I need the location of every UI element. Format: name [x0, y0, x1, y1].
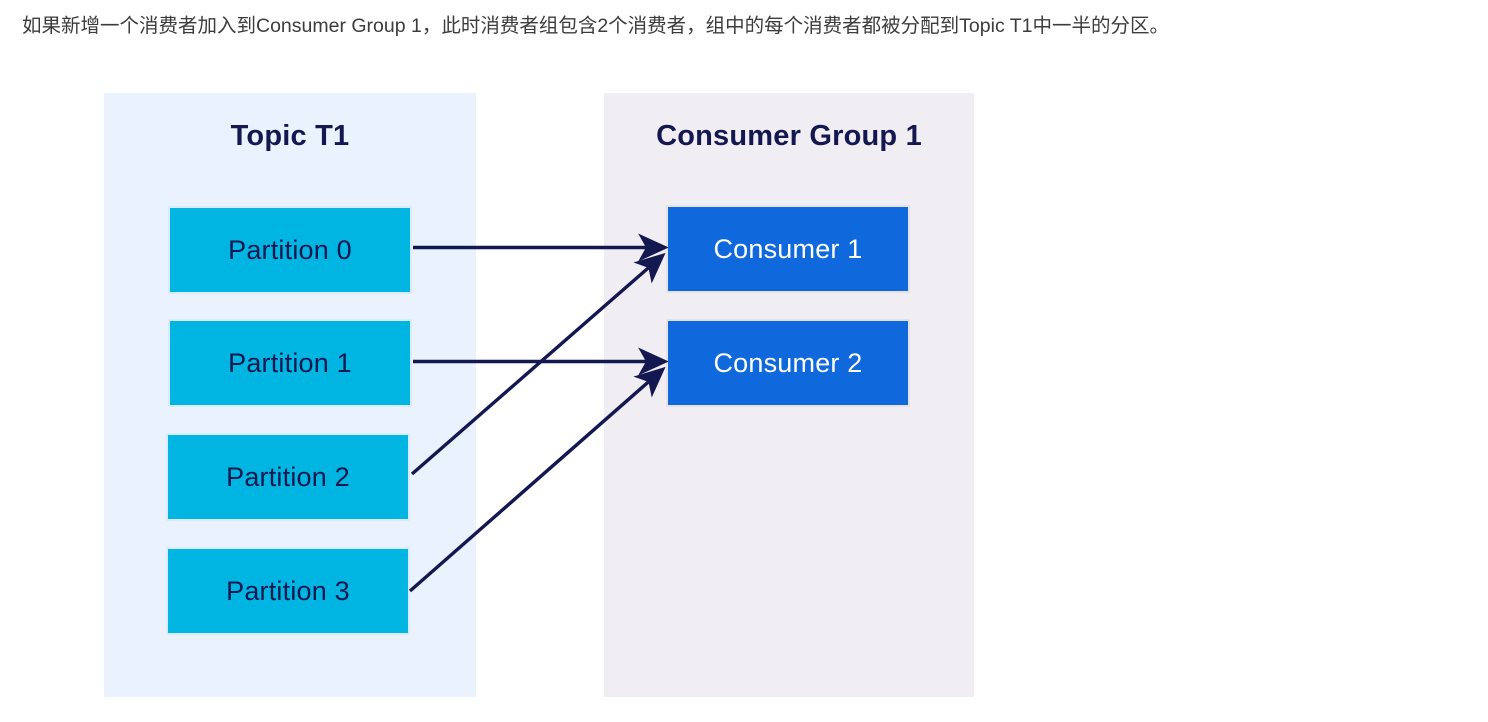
partition-box-0[interactable]: Partition 0: [168, 206, 412, 294]
consumer-group-panel-title: Consumer Group 1: [656, 120, 922, 152]
consumer-box-2[interactable]: Consumer 2: [666, 319, 910, 407]
topic-panel-title: Topic T1: [230, 120, 350, 152]
partition-box-1[interactable]: Partition 1: [168, 319, 412, 407]
partition-box-3[interactable]: Partition 3: [166, 547, 410, 635]
consumer-box-1[interactable]: Consumer 1: [666, 205, 910, 293]
caption-text: 如果新增一个消费者加入到Consumer Group 1，此时消费者组包含2个消…: [22, 15, 1170, 37]
partition-box-2[interactable]: Partition 2: [166, 433, 410, 521]
